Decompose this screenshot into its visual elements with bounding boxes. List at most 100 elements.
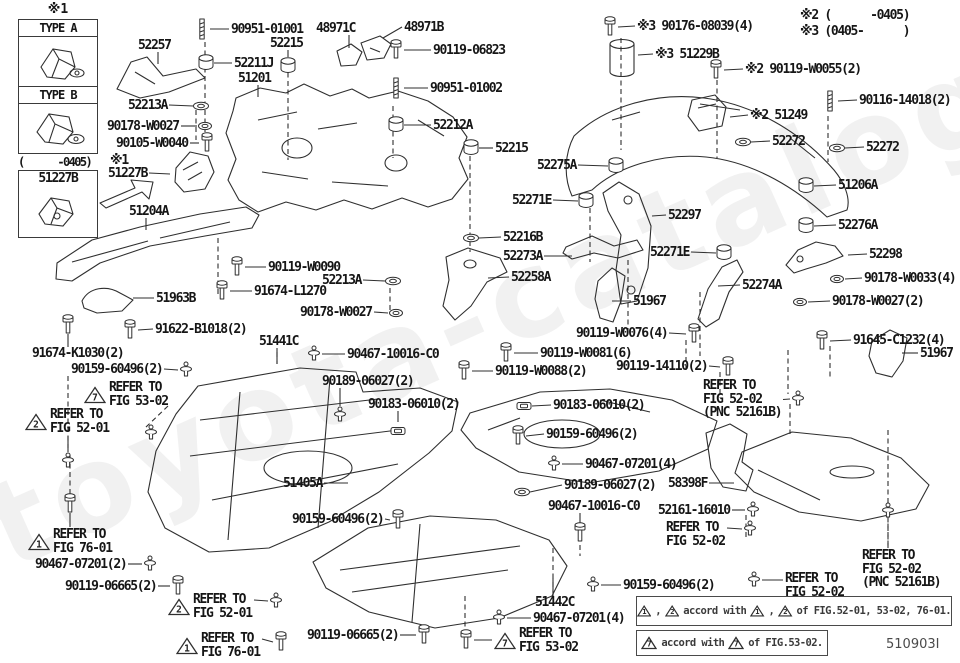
part-label[interactable]: ※3 90176-08039(4) bbox=[637, 19, 754, 34]
part-label[interactable]: 90178-W0033(4) bbox=[864, 271, 957, 286]
part-label[interactable]: 90105-W0040 bbox=[116, 136, 189, 151]
bolt-glyph bbox=[458, 360, 470, 380]
part-label[interactable]: 52271E bbox=[650, 245, 690, 260]
part-label[interactable]: 90189-06027(2) bbox=[564, 478, 657, 493]
part-label[interactable]: 90116-14018(2) bbox=[859, 93, 952, 108]
part-label[interactable]: 90178-W0027 bbox=[107, 119, 180, 134]
part-label[interactable]: 91645-C1232(4) bbox=[853, 333, 946, 348]
svg-text:7: 7 bbox=[734, 640, 739, 649]
part-label[interactable]: ※3 (0405- ) bbox=[800, 24, 911, 39]
part-label[interactable]: 48971B bbox=[404, 20, 444, 35]
part-label[interactable]: 52212A bbox=[433, 118, 473, 133]
part-label[interactable]: 90119-W0076(4) bbox=[576, 326, 669, 341]
part-label[interactable]: 52216B bbox=[503, 230, 543, 245]
part-label[interactable]: 52274A bbox=[742, 278, 782, 293]
part-label[interactable]: 90119-W0090 bbox=[268, 260, 341, 275]
part-label[interactable]: 90183-06010(2) bbox=[368, 397, 461, 412]
part-label[interactable]: 51206A bbox=[838, 178, 878, 193]
refer-note-line: REFER TO bbox=[50, 407, 104, 422]
part-label[interactable]: 90178-W0027(2) bbox=[832, 294, 925, 309]
part-label[interactable]: 90183-06010(2) bbox=[553, 398, 646, 413]
part-label[interactable]: 90119-14110(2) bbox=[616, 359, 709, 374]
part-label[interactable]: 51201 bbox=[238, 71, 272, 86]
part-label[interactable]: ※1 bbox=[110, 153, 129, 168]
part-label[interactable]: ※2 90119-W0055(2) bbox=[745, 62, 862, 77]
part-label[interactable]: 91622-B1018(2) bbox=[155, 322, 248, 337]
part-label[interactable]: 52272 bbox=[772, 134, 806, 149]
type-legend-part-number[interactable]: 51227B bbox=[38, 171, 78, 186]
part-label[interactable]: 51441C bbox=[259, 334, 299, 349]
part-label[interactable]: 52211J bbox=[234, 56, 274, 71]
part-label[interactable]: 52258A bbox=[511, 270, 551, 285]
part-label[interactable]: 52257 bbox=[138, 38, 172, 53]
part-label[interactable]: 52276A bbox=[838, 218, 878, 233]
part-label[interactable]: 91674-K1030(2) bbox=[32, 346, 125, 361]
part-label[interactable]: ※2 51249 bbox=[750, 108, 808, 123]
part-label[interactable]: 90159-60496(2) bbox=[623, 578, 716, 593]
part-label[interactable]: ※3 51229B bbox=[655, 47, 720, 62]
refer-note-line: (PNC 52161B) bbox=[862, 575, 942, 590]
part-label[interactable]: 48971C bbox=[316, 21, 356, 36]
cushion-glyph bbox=[280, 57, 296, 73]
part-label[interactable]: 51405A bbox=[283, 476, 323, 491]
part-label[interactable]: 52215 bbox=[270, 36, 304, 51]
part-label[interactable]: 52215 bbox=[495, 141, 529, 156]
clip-glyph bbox=[748, 571, 760, 587]
part-label[interactable]: 52298 bbox=[869, 247, 903, 262]
stud-glyph bbox=[393, 77, 399, 99]
part-label[interactable]: 90119-06665(2) bbox=[307, 628, 400, 643]
refer-note-line: FIG 52-02 bbox=[785, 584, 845, 600]
nut-glyph bbox=[830, 274, 844, 284]
part-label[interactable]: 52161-16010 bbox=[658, 503, 731, 518]
bolt-glyph bbox=[64, 493, 76, 513]
part-label[interactable]: 90119-06823 bbox=[433, 43, 506, 58]
drawing-52298 bbox=[785, 241, 844, 274]
part-label[interactable]: 90467-10016-C0 bbox=[548, 499, 641, 514]
part-label[interactable]: 90951-01001 bbox=[231, 22, 304, 37]
triangle-marker: 2 bbox=[25, 413, 47, 431]
part-label[interactable]: 90467-10016-C0 bbox=[347, 347, 440, 362]
part-label[interactable]: 51967 bbox=[920, 346, 954, 361]
triangle-marker: 1 bbox=[637, 605, 652, 617]
part-label[interactable]: 90951-01002 bbox=[430, 81, 503, 96]
part-label[interactable]: 51963B bbox=[156, 291, 196, 306]
part-label[interactable]: ※2 ( -0405) bbox=[800, 8, 911, 23]
part-label[interactable]: 51442C bbox=[535, 595, 575, 610]
part-label[interactable]: 90467-07201(4) bbox=[533, 611, 626, 626]
part-label[interactable]: 51227B bbox=[108, 166, 148, 181]
part-label[interactable]: 90119-W0081(6) bbox=[540, 346, 633, 361]
refer-note-line: REFER TO bbox=[193, 592, 247, 607]
clip-glyph bbox=[180, 361, 192, 377]
part-label[interactable]: 90189-06027(2) bbox=[322, 374, 415, 389]
part-label[interactable]: 51204A bbox=[129, 204, 169, 219]
part-label[interactable]: 52213A bbox=[322, 273, 362, 288]
part-label[interactable]: 90159-60496(2) bbox=[71, 362, 164, 377]
part-label[interactable]: 91674-L1270 bbox=[254, 284, 327, 299]
part-label[interactable]: 58398F bbox=[668, 476, 708, 491]
part-label[interactable]: 90119-W0088(2) bbox=[495, 364, 588, 379]
part-label[interactable]: 52273A bbox=[503, 249, 543, 264]
part-label[interactable]: 52272 bbox=[866, 140, 900, 155]
part-label[interactable]: 51967 bbox=[633, 294, 667, 309]
bolt-glyph bbox=[275, 631, 287, 651]
part-label[interactable]: 90467-07201(4) bbox=[585, 457, 678, 472]
part-label[interactable]: 52297 bbox=[668, 208, 702, 223]
part-label[interactable]: 90178-W0027 bbox=[300, 305, 373, 320]
part-label[interactable]: 52275A bbox=[537, 158, 577, 173]
part-label[interactable]: 90159-60496(2) bbox=[546, 427, 639, 442]
part-label[interactable]: 52213A bbox=[128, 98, 168, 113]
part-label[interactable]: 90119-06665(2) bbox=[65, 579, 158, 594]
part-label[interactable]: 90159-60496(2) bbox=[292, 512, 385, 527]
part-label[interactable]: 52271E bbox=[512, 193, 552, 208]
part-label[interactable]: 90467-07201(2) bbox=[35, 557, 128, 572]
